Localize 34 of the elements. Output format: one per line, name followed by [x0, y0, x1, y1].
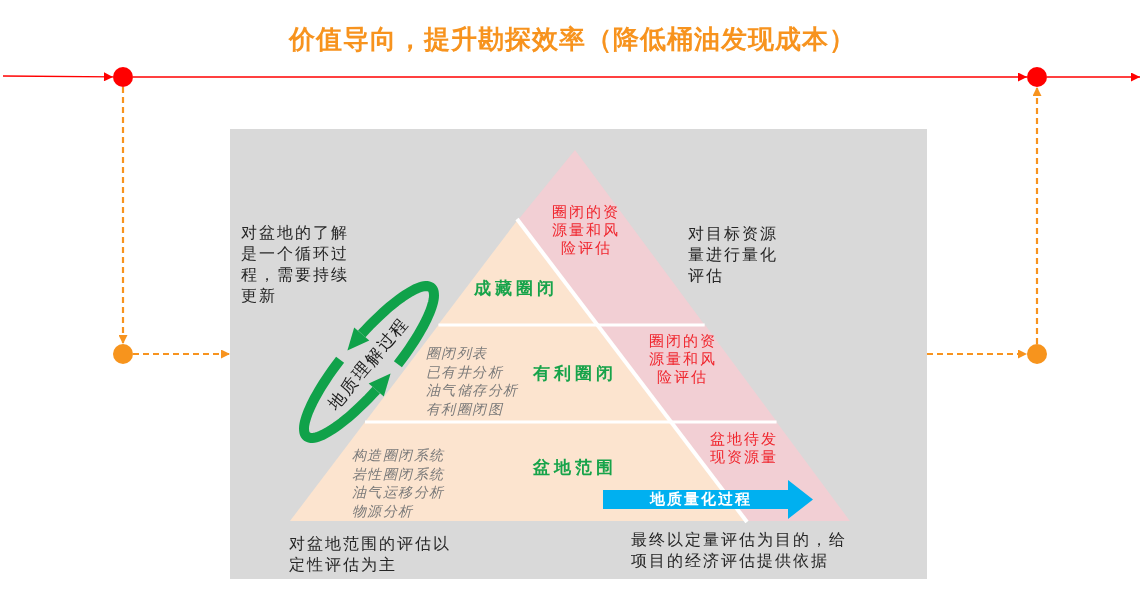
arrow-label: 地质量化过程	[650, 490, 752, 509]
list-item: 岩性圈闭系统	[352, 464, 445, 483]
junction-dot	[1027, 344, 1047, 364]
tier-title: 盆地范围	[533, 456, 617, 478]
band-text: 盆地待发现资源量	[709, 430, 779, 466]
list-item: 物源分析	[352, 501, 414, 520]
tier-title: 成藏圈闭	[474, 277, 558, 299]
tier-title: 有利圈闭	[533, 362, 617, 384]
block-arrow	[603, 480, 813, 519]
note-text: 对盆地范围的评估以定性评估为主	[289, 533, 452, 575]
arrow	[132, 72, 1028, 82]
title: 价值导向，提升勘探效率（降低桶油发现成本）	[289, 24, 856, 54]
junction-dot	[113, 344, 133, 364]
list-item: 构造圈闭系统	[352, 446, 445, 464]
arrow	[118, 87, 128, 344]
list-item: 已有井分析	[426, 362, 504, 381]
arrow	[1032, 87, 1042, 344]
arrow	[2, 72, 114, 82]
band-text: 圈闭的资源量和风险评估	[551, 203, 621, 257]
list-item: 油气储存分析	[426, 381, 519, 400]
arrow	[133, 349, 230, 359]
junction-dot	[113, 67, 133, 87]
note-text: 对盆地的了解是一个循环过程，需要持续更新	[241, 222, 350, 306]
list-item: 有利圈闭图	[426, 400, 504, 419]
background-panel	[230, 129, 927, 579]
band-text: 圈闭的资源量和风险评估	[648, 332, 718, 386]
process-label: 地质理解过程	[323, 312, 413, 414]
junction-dot	[1027, 67, 1047, 87]
list-item: 油气运移分析	[352, 483, 445, 502]
note-text: 最终以定量评估为目的，给项目的经济评估提供依据	[631, 529, 848, 571]
arrow	[1046, 72, 1141, 82]
list-item: 圈闭列表	[426, 344, 488, 362]
arrow	[927, 349, 1027, 359]
note-text: 对目标资源量进行量化评估	[688, 223, 779, 286]
